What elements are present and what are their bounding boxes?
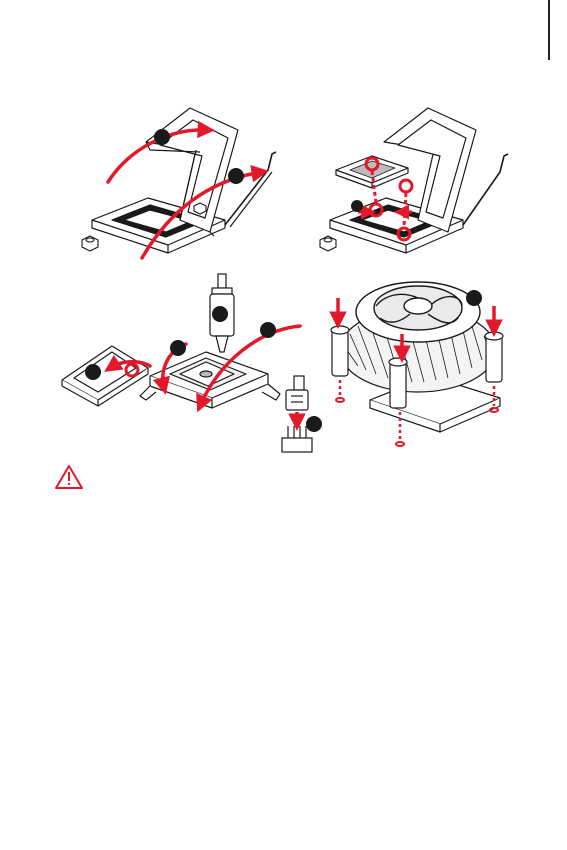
step-marker-7	[260, 322, 276, 338]
installation-illustrations	[0, 0, 567, 500]
step-marker-4	[85, 364, 101, 380]
step-mount-cooler	[331, 282, 503, 446]
warning-triangle-icon	[56, 466, 82, 488]
step-marker-1	[154, 129, 170, 145]
step-marker-9	[466, 290, 482, 306]
step-open-lever-and-cover	[82, 108, 276, 258]
step-thermal-paste-and-close	[62, 274, 300, 408]
step-marker-8	[306, 416, 322, 432]
step-marker-3	[351, 200, 363, 212]
socket-screw-icon	[320, 236, 336, 251]
step-marker-5	[212, 306, 228, 322]
step-marker-2	[228, 168, 244, 184]
step-place-cpu	[320, 108, 508, 253]
step-marker-6	[170, 340, 186, 356]
step-connect-fan-header	[282, 376, 322, 452]
